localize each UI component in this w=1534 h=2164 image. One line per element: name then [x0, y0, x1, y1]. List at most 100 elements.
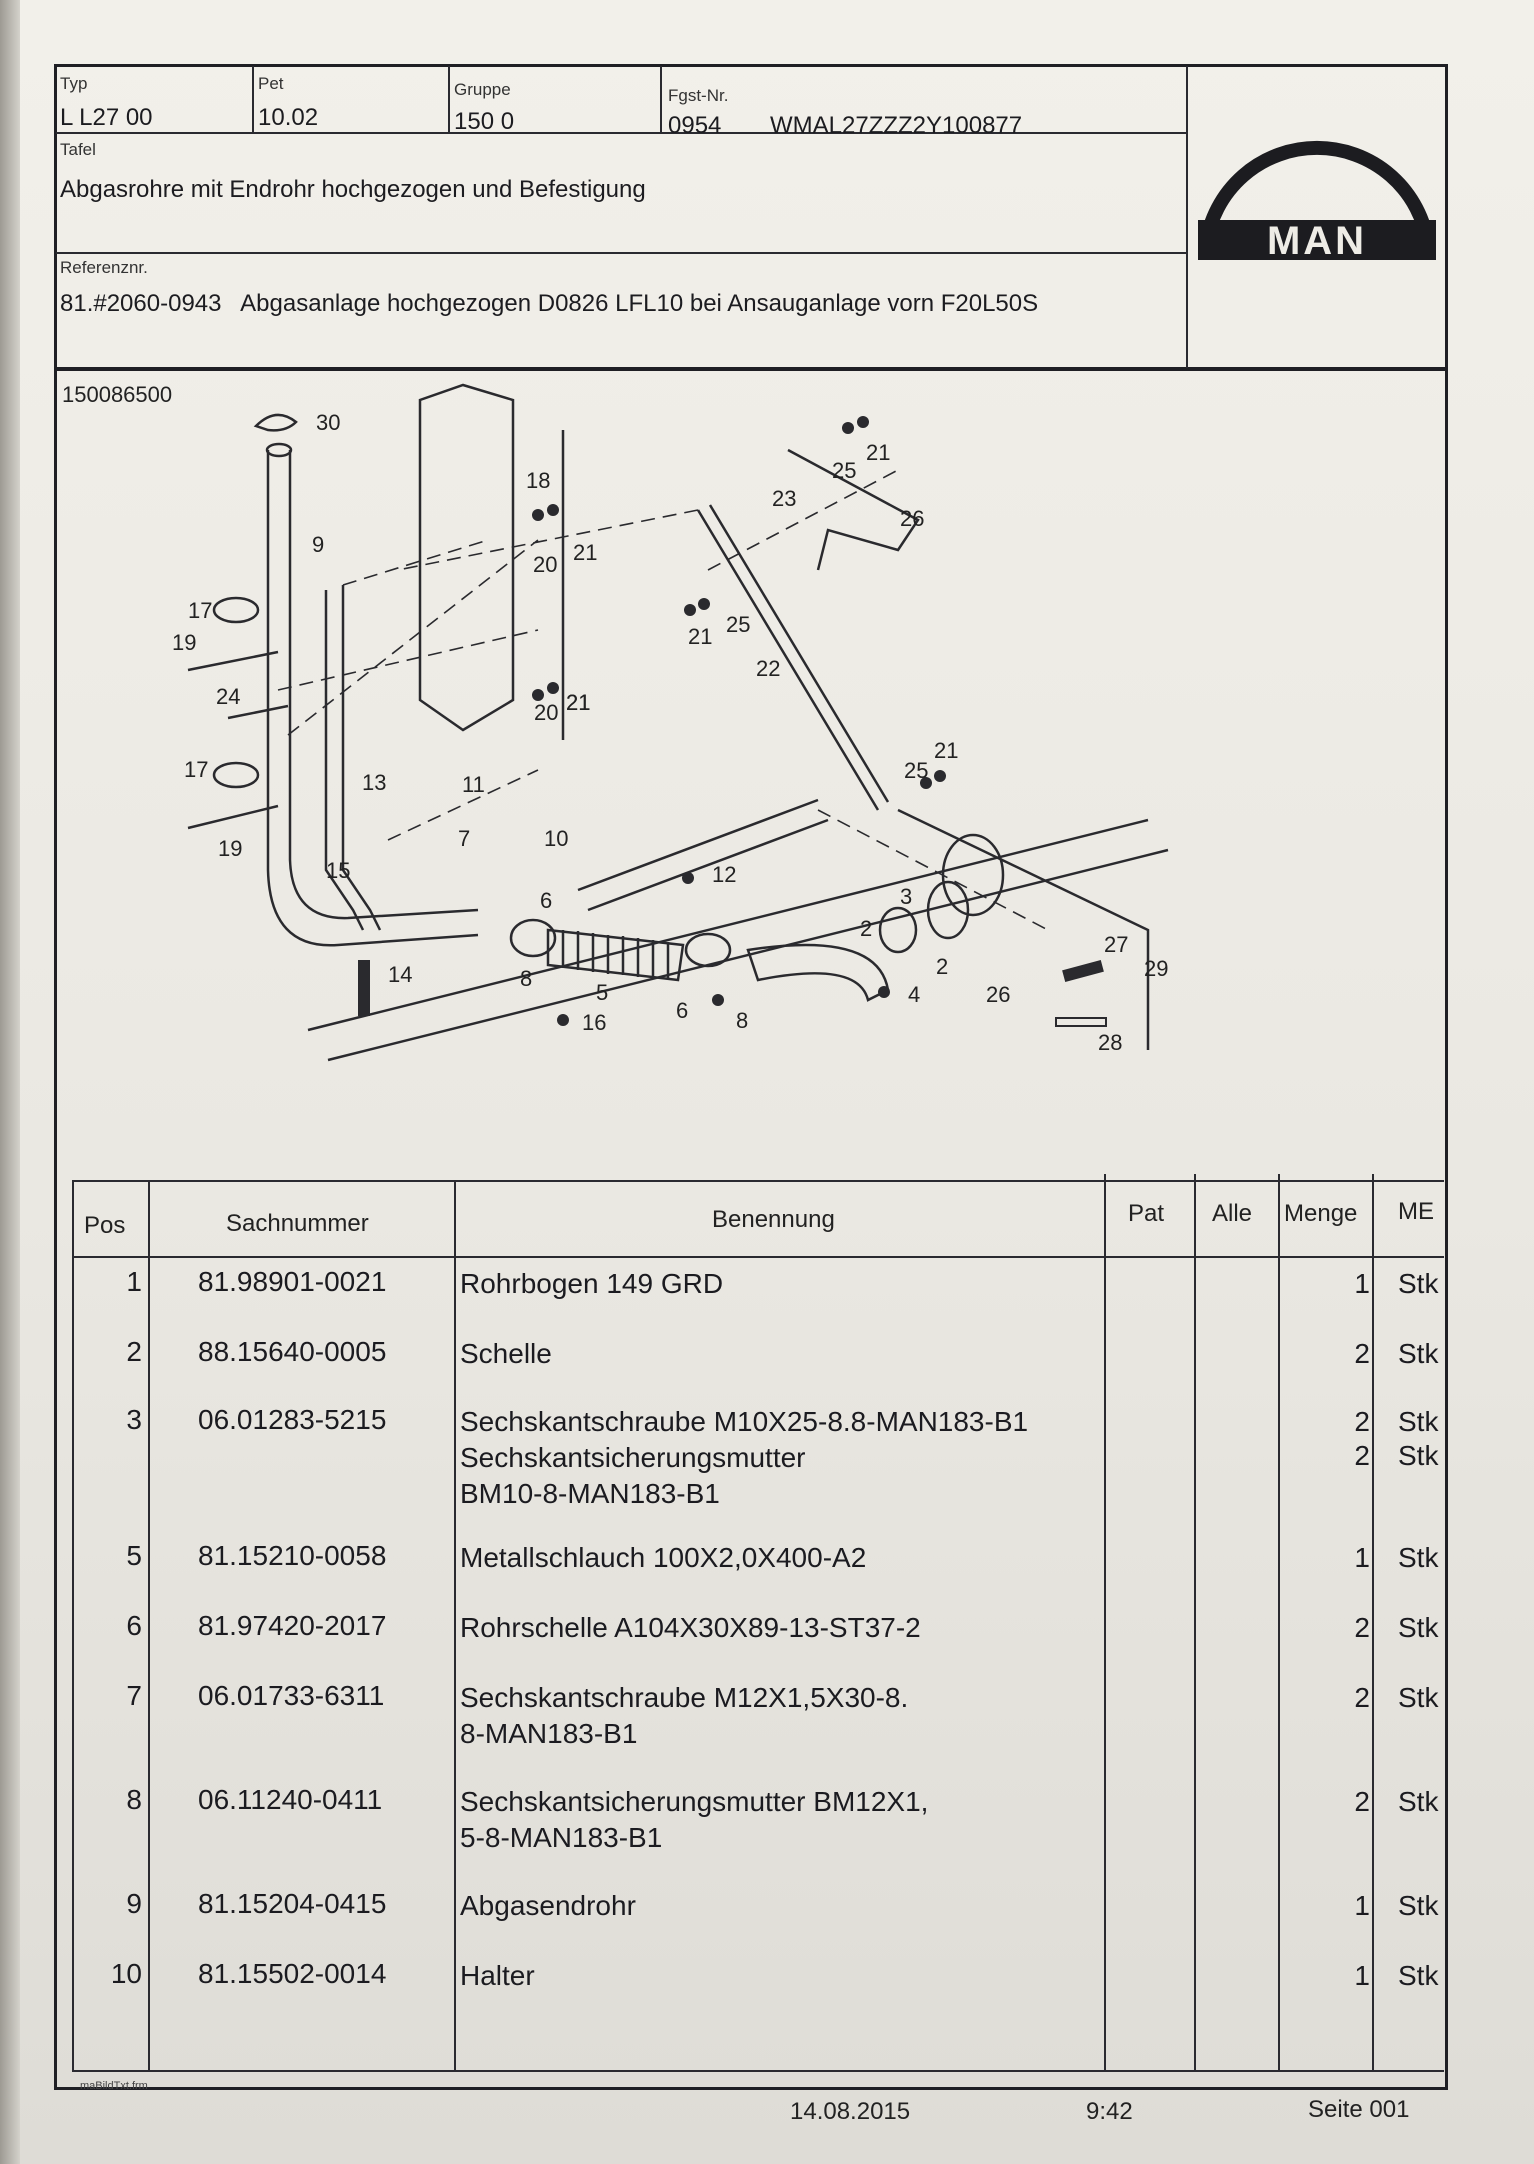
callout-label: 3	[900, 884, 912, 909]
vin-value: WMAL27ZZZ2Y100877	[770, 112, 1023, 139]
cell-pos: 5	[126, 1540, 142, 1571]
cell-pos: 3	[126, 1404, 142, 1435]
cell-sachnummer: 81.15204-0415	[198, 1888, 387, 1919]
callout-label: 21	[688, 624, 712, 649]
table-col-divider	[1278, 1174, 1280, 2070]
table-top-rule	[72, 1180, 1444, 1182]
cell-sachnummer: 81.15502-0014	[198, 1958, 387, 1989]
typ-label: Typ	[60, 74, 88, 93]
callout-labels: 30 18 9 21 20 21 17 19 24 20 21 17 13 19…	[172, 410, 1168, 1055]
header-col-divider	[252, 66, 254, 134]
callout-label: 2	[936, 954, 948, 979]
header-logo-divider	[1186, 66, 1188, 368]
cell-sachnummer: 81.97420-2017	[198, 1610, 387, 1641]
callout-label: 21	[566, 690, 590, 715]
callout-label: 7	[458, 826, 470, 851]
callout-label: 19	[172, 630, 196, 655]
cell-pos: 2	[126, 1336, 142, 1367]
main-box	[54, 368, 1448, 2090]
callout-label: 6	[676, 998, 688, 1023]
callout-label: 8	[520, 966, 532, 991]
header-divider-2	[56, 252, 1186, 254]
man-logo: MAN	[1198, 141, 1436, 263]
cell-sachnummer: 06.01283-5215	[198, 1404, 387, 1435]
callout-label: 20	[534, 700, 558, 725]
tafel-value: Abgasrohre mit Endrohr hochgezogen und B…	[60, 176, 646, 203]
callout-label: 2	[860, 916, 872, 941]
cell-pos: 8	[126, 1784, 142, 1815]
footer-page: Seite 001	[1308, 2096, 1410, 2123]
cell-sachnummer: 06.01733-6311	[198, 1680, 385, 1711]
callout-label: 21	[934, 738, 958, 763]
cell-sachnummer: 88.15640-0005	[198, 1336, 387, 1367]
callout-label: 27	[1104, 932, 1128, 957]
col-header-benennung: Benennung	[712, 1206, 835, 1233]
cell-me: Stk	[1398, 1268, 1439, 1299]
cell-me: Stk	[1398, 1406, 1439, 1437]
callout-label: 17	[188, 598, 212, 623]
col-header-pos: Pos	[84, 1212, 126, 1239]
table-bottom-rule	[72, 2070, 1444, 2072]
callout-label: 30	[316, 410, 340, 435]
table-col-divider	[1372, 1174, 1374, 2070]
pet-value: 10.02	[258, 104, 319, 131]
callout-label: 25	[832, 458, 856, 483]
col-header-me: ME	[1398, 1198, 1434, 1225]
callout-label: 21	[866, 440, 890, 465]
cell-me: Stk	[1398, 1786, 1439, 1817]
table-col-divider	[454, 1180, 456, 2070]
drawing-number: 150086500	[62, 382, 172, 407]
callout-label: 22	[756, 656, 780, 681]
cell-benennung: Rohrschelle A104X30X89-13-ST37-2	[460, 1612, 921, 1643]
tafel-label: Tafel	[60, 140, 96, 159]
cell-pos: 6	[126, 1610, 142, 1641]
exploded-diagram: 150086500	[58, 370, 1448, 1170]
diagram-svg: 150086500	[62, 382, 1168, 1062]
cell-menge: 1	[1354, 1542, 1370, 1573]
callout-label: 8	[736, 1008, 748, 1033]
cell-menge: 2	[1354, 1440, 1370, 1471]
cell-benennung: BM10-8-MAN183-B1	[460, 1478, 720, 1509]
callout-label: 17	[184, 757, 208, 782]
callout-label: 21	[566, 690, 590, 715]
table-col-divider	[1194, 1174, 1196, 2070]
footer-date: 14.08.2015	[790, 2098, 911, 2125]
cell-me: Stk	[1398, 1960, 1439, 1991]
header-col-divider	[448, 66, 450, 134]
cell-me: Stk	[1398, 1682, 1439, 1713]
col-header-pat: Pat	[1128, 1200, 1165, 1227]
col-header-alle: Alle	[1212, 1200, 1253, 1227]
cell-menge: 2	[1354, 1406, 1370, 1437]
callout-label: 25	[904, 758, 928, 783]
callout-label: 13	[362, 770, 386, 795]
cell-sachnummer: 81.98901-0021	[198, 1266, 387, 1297]
pet-label: Pet	[258, 74, 284, 93]
col-header-menge: Menge	[1284, 1200, 1358, 1227]
callout-label: 20	[533, 552, 557, 577]
footer-time: 9:42	[1086, 2098, 1133, 2125]
cell-menge: 2	[1354, 1612, 1370, 1643]
callout-label: 9	[312, 532, 324, 557]
callout-label: 10	[544, 826, 568, 851]
cell-benennung: Schelle	[460, 1338, 552, 1369]
cell-benennung: Sechskantschraube M12X1,5X30-8.	[460, 1682, 909, 1713]
callout-label: 5	[596, 980, 608, 1005]
cell-pos: 7	[126, 1680, 142, 1711]
callout-label: 19	[218, 836, 242, 861]
cell-me: Stk	[1398, 1440, 1439, 1471]
cell-pos: 1	[126, 1266, 142, 1297]
cell-sachnummer: 81.15210-0058	[198, 1540, 387, 1571]
callout-label: 12	[712, 862, 736, 887]
gruppe-label: Gruppe	[454, 80, 511, 99]
fgst-label: Fgst-Nr.	[668, 86, 729, 105]
callout-label: 11	[462, 772, 485, 797]
ref-value: 81.#2060-0943 Abgasanlage hochgezogen D0…	[60, 290, 1039, 317]
table-header-rule	[72, 1256, 1444, 1258]
ref-label: Referenznr.	[60, 258, 148, 277]
cell-benennung: Sechskantschraube M10X25-8.8-MAN183-B1	[460, 1406, 1029, 1437]
callout-label: 14	[388, 962, 412, 987]
table-col-divider	[148, 1180, 150, 2070]
cell-benennung: Halter	[460, 1960, 535, 1991]
callout-label: 18	[526, 468, 550, 493]
callout-label: 15	[326, 858, 350, 883]
